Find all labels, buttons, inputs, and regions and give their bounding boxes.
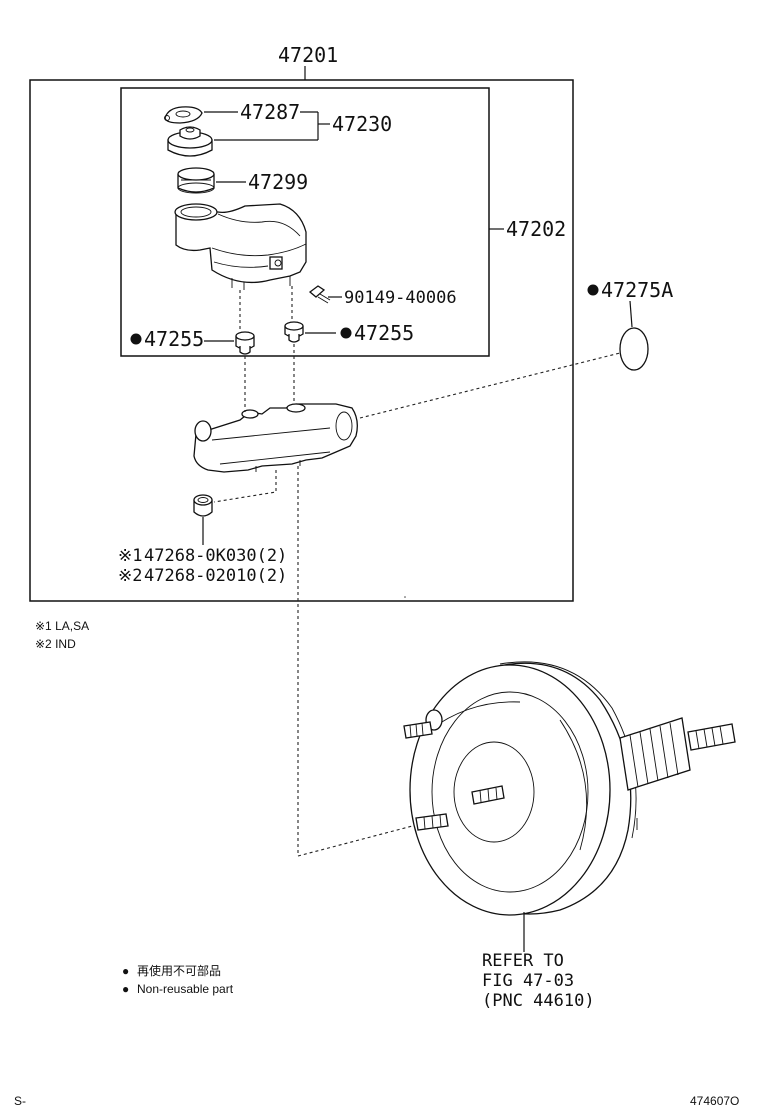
reservoir-tank-drawing	[174, 203, 307, 290]
strainer-drawing	[177, 167, 215, 194]
legend-japanese: 再使用不可部品	[137, 963, 221, 978]
booster-reference-line-1: REFER TO	[482, 951, 564, 971]
cap-gasket-drawing	[164, 106, 203, 124]
footnote-2: ※2 IND	[35, 637, 76, 651]
legend-english: Non-reusable part	[137, 982, 234, 996]
plug-drawing	[193, 494, 213, 517]
reservoir-sub-assembly-frame	[120, 87, 490, 357]
part-number-47201: 47201	[278, 43, 338, 67]
part-number-grommet-left: 47255	[144, 327, 204, 351]
screw-drawing	[308, 285, 331, 304]
plug-option-1-mark: ※1	[118, 546, 142, 566]
brake-booster-drawing	[403, 661, 736, 916]
leader-o-ring	[629, 300, 633, 328]
reservoir-cap-drawing	[167, 126, 213, 157]
part-number-o-ring: 47275A	[601, 278, 673, 302]
stray-dot	[404, 596, 406, 598]
non-reusable-mark-grommet-left	[130, 333, 142, 345]
part-number-47202: 47202	[506, 217, 566, 241]
part-number-screw: 90149-40006	[344, 288, 457, 308]
booster-reference-line-2: FIG 47-03	[482, 971, 574, 991]
booster-boot-and-rod	[619, 717, 736, 791]
part-number-47230: 47230	[332, 112, 392, 136]
dash-cylinder-to-booster	[297, 466, 421, 857]
part-number-grommet-right: 47255	[354, 321, 414, 345]
booster-reference-line-3: (PNC 44610)	[482, 991, 595, 1011]
dash-cylinder-to-o-ring	[359, 352, 621, 419]
legend-bullet-english: ●	[122, 982, 129, 996]
booster-stud-left	[415, 813, 449, 831]
part-number-plug-option-1: 47268-0K030(2)	[144, 546, 287, 566]
grommet-right-drawing	[284, 321, 304, 343]
part-number-plug-option-2: 47268-02010(2)	[144, 566, 287, 586]
booster-pushrod	[471, 785, 505, 805]
master-cylinder-drawing	[193, 403, 358, 473]
part-number-47299: 47299	[248, 170, 308, 194]
non-reusable-mark-grommet-right	[340, 327, 352, 339]
plug-option-2-mark: ※2	[118, 566, 142, 586]
dash-cylinder-to-plug	[213, 470, 277, 503]
outer-assembly-frame	[29, 79, 574, 602]
booster-stud-top	[403, 709, 443, 739]
page-corner-left: S-	[14, 1094, 26, 1108]
footnote-1: ※1 LA,SA	[35, 619, 89, 633]
part-number-47287: 47287	[240, 100, 300, 124]
non-reusable-mark-o-ring	[587, 284, 599, 296]
page-corner-right: 474607O	[690, 1094, 739, 1108]
legend-bullet-japanese: ●	[122, 964, 129, 978]
grommet-left-drawing	[235, 331, 255, 355]
o-ring-drawing	[619, 327, 649, 371]
